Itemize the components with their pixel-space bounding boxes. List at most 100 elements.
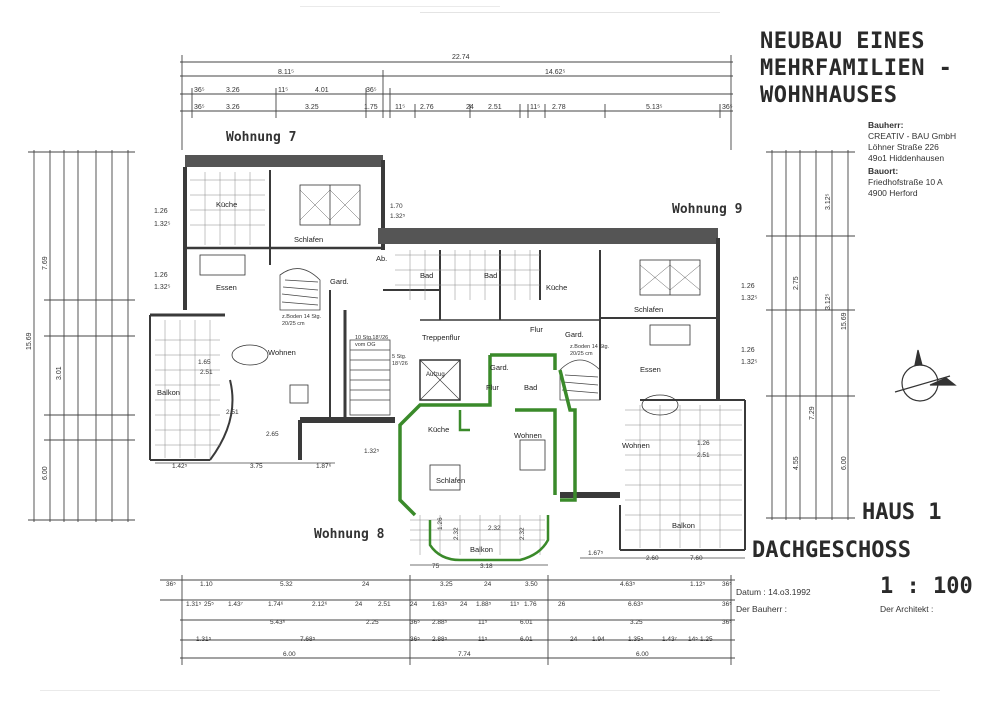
- dim-bot-r2-1: 25⁵: [204, 601, 214, 608]
- bauort-line-1: Friedhofstraße 10 A: [868, 177, 943, 187]
- dim-top-r3-1: 3.26: [226, 104, 240, 111]
- dim-top-r2-1: 3.26: [226, 87, 240, 94]
- dim-bot-r2-15: 36⁵: [722, 601, 732, 608]
- title-line-2: MEHRFAMILIEN -: [760, 56, 953, 81]
- room-bad-1: Bad: [420, 271, 433, 280]
- room-balkon-w8: Balkon: [470, 545, 493, 554]
- room-balkon-w9: Balkon: [672, 521, 695, 530]
- scan-noise: [40, 6, 940, 691]
- dim-232c: 2.32: [519, 527, 526, 540]
- dim-bot-r4-6: 24: [570, 636, 578, 643]
- dim-bot-r4-7: 1.94: [592, 636, 605, 643]
- dim-top-r3-8: 11⁵: [530, 104, 540, 111]
- dim-top-r3-4: 11⁵: [395, 104, 405, 111]
- dim-left-c2-2: 1.26: [154, 272, 168, 279]
- drawing-title: NEUBAU EINES MEHRFAMILIEN - WOHNHAUSES: [760, 28, 990, 109]
- dim-right-c2-0: 1.26: [741, 283, 755, 290]
- room-treppenflur: Treppenflur: [422, 333, 461, 342]
- room-ab: Ab.: [376, 254, 387, 263]
- dim-375: 3.75: [250, 463, 263, 470]
- wall-w7-top: [185, 155, 383, 167]
- room-essen-w9: Essen: [640, 365, 661, 374]
- dim-265: 2.65: [266, 431, 279, 438]
- dim-bot-r3-2: 36⁵: [410, 619, 420, 626]
- dim-bot-r1-4: 3.25: [440, 581, 453, 588]
- dim-bot-r3-3: 2.88⁵: [432, 619, 448, 626]
- dim-1325: 1.32⁵: [390, 213, 406, 220]
- dim-bot-r2-0: 1.31⁵: [186, 601, 202, 608]
- bauherr-line-3: 49o1 Hiddenhausen: [868, 153, 945, 163]
- room-schlafen-w9: Schlafen: [634, 305, 663, 314]
- dim-bot-r3-7: 36⁵: [722, 619, 732, 626]
- dimension-text-right: 15.69 3.12⁵ 2.75 3.12⁵ 4.55 7.29 6.00 1.…: [741, 193, 848, 470]
- dim-right-c1-2: 3.12⁵: [825, 293, 832, 310]
- bauherr-signature-label: Der Bauherr :: [736, 604, 788, 614]
- room-bad-2: Bad: [484, 271, 497, 280]
- note-stair-w9: z.Boden 14 Stg.: [570, 344, 610, 350]
- dim-bot-r4-2: 36⁵: [410, 636, 420, 643]
- note-stair-main: 10 Stg.18⁷/26: [355, 334, 388, 341]
- dim-top-r3-2: 3.25: [305, 104, 319, 111]
- dim-top-r3-3: 1.75: [364, 104, 378, 111]
- dim-75: 75: [432, 563, 440, 570]
- dim-right-c1-0: 3.12⁵: [825, 193, 832, 210]
- bauherr-label: Bauherr:: [868, 120, 904, 130]
- dim-left-c2-0: 1.26: [154, 208, 168, 215]
- dim-top-r3-0: 36⁵: [194, 104, 205, 111]
- room-gard-top: Gard.: [565, 330, 584, 339]
- dim-right-c2-2: 1.26: [741, 347, 755, 354]
- bauort-label: Bauort:: [868, 166, 899, 176]
- dimension-chain-top: [180, 55, 733, 150]
- floor-tile-patterns: [155, 172, 742, 555]
- dim-top-r2-0: 36⁵: [194, 87, 205, 94]
- dim-bot-r2-8: 1.63⁵: [432, 601, 448, 608]
- dim-bot-r2-12: 1.76: [524, 601, 537, 608]
- dim-top-r3-6: 24: [466, 104, 474, 111]
- room-gard-w7: Gard.: [330, 277, 349, 286]
- dim-bot-r1-8: 1.12⁵: [690, 581, 706, 588]
- dimension-text-left: 15.69 7.69 3.01 6.00 1.26 1.32⁵ 1.26 1.3…: [26, 208, 171, 480]
- dim-bot-r2-3: 1.74⁶: [268, 601, 284, 608]
- dim-bot-r2-6: 2.51: [378, 601, 391, 608]
- room-bad-w8: Bad: [524, 383, 537, 392]
- misc-dimensions: 1.70 1.32⁵ 1.65 2.51 2.51 2.65 1.32⁵ 1.2…: [172, 203, 710, 570]
- dim-bot-r2-13: 26: [558, 601, 566, 608]
- dim-232b: 2.32: [488, 525, 501, 532]
- dim-right-c2-1: 1.32⁵: [741, 295, 758, 302]
- dim-top-r2-2: 11⁵: [278, 87, 288, 94]
- dim-right-c1-5: 6.00: [841, 456, 848, 470]
- note-stair-5: 5 Stg.: [392, 354, 407, 360]
- dim-left-outer: 15.69: [26, 332, 33, 350]
- room-kueche-w8: Küche: [428, 425, 449, 434]
- dim-126b: 1.26: [437, 517, 444, 530]
- dim-bot-r3-5: 6.01: [520, 619, 533, 626]
- dim-bot-r4-5: 6.01: [520, 636, 533, 643]
- wall-central-top: [378, 228, 718, 244]
- dim-top-r2-3: 4.01: [315, 87, 329, 94]
- dim-right-c1-1: 2.75: [793, 276, 800, 290]
- room-gard-w8: Gard.: [490, 363, 509, 372]
- dim-right-c1-4: 7.29: [809, 406, 816, 420]
- elevator-shaft: [419, 359, 461, 401]
- label-wohnung-8: Wohnung 8: [314, 527, 385, 542]
- dim-126: 1.26: [697, 440, 710, 447]
- bauherr-line-2: Löhner Straße 226: [868, 142, 939, 152]
- dim-bot-r2-5: 24: [355, 601, 363, 608]
- dim-318: 3.18: [480, 563, 493, 570]
- dim-bot-r2-7: 24: [410, 601, 418, 608]
- dim-bot-r1-1: 1.10: [200, 581, 213, 588]
- stair-notes: z.Boden 14 Stg. 20/25 cm z.Boden 14 Stg.…: [282, 314, 610, 367]
- dim-bot-r4-11: 1.25: [700, 636, 713, 643]
- building-walls: [149, 155, 746, 551]
- room-wohnen-w9: Wohnen: [622, 441, 650, 450]
- dim-left-c1-1: 3.01: [56, 366, 63, 380]
- dim-170: 1.70: [390, 203, 403, 210]
- dim-top-r3-9: 2.78: [552, 104, 566, 111]
- note-stair-5b: 18⁷/26: [392, 360, 408, 367]
- dim-top-r3-10: 5.13⁵: [646, 104, 663, 111]
- bauort-line-2: 4900 Herford: [868, 188, 918, 198]
- dim-bot-r4-1: 7.68⁵: [300, 636, 316, 643]
- room-essen-w7: Essen: [216, 283, 237, 292]
